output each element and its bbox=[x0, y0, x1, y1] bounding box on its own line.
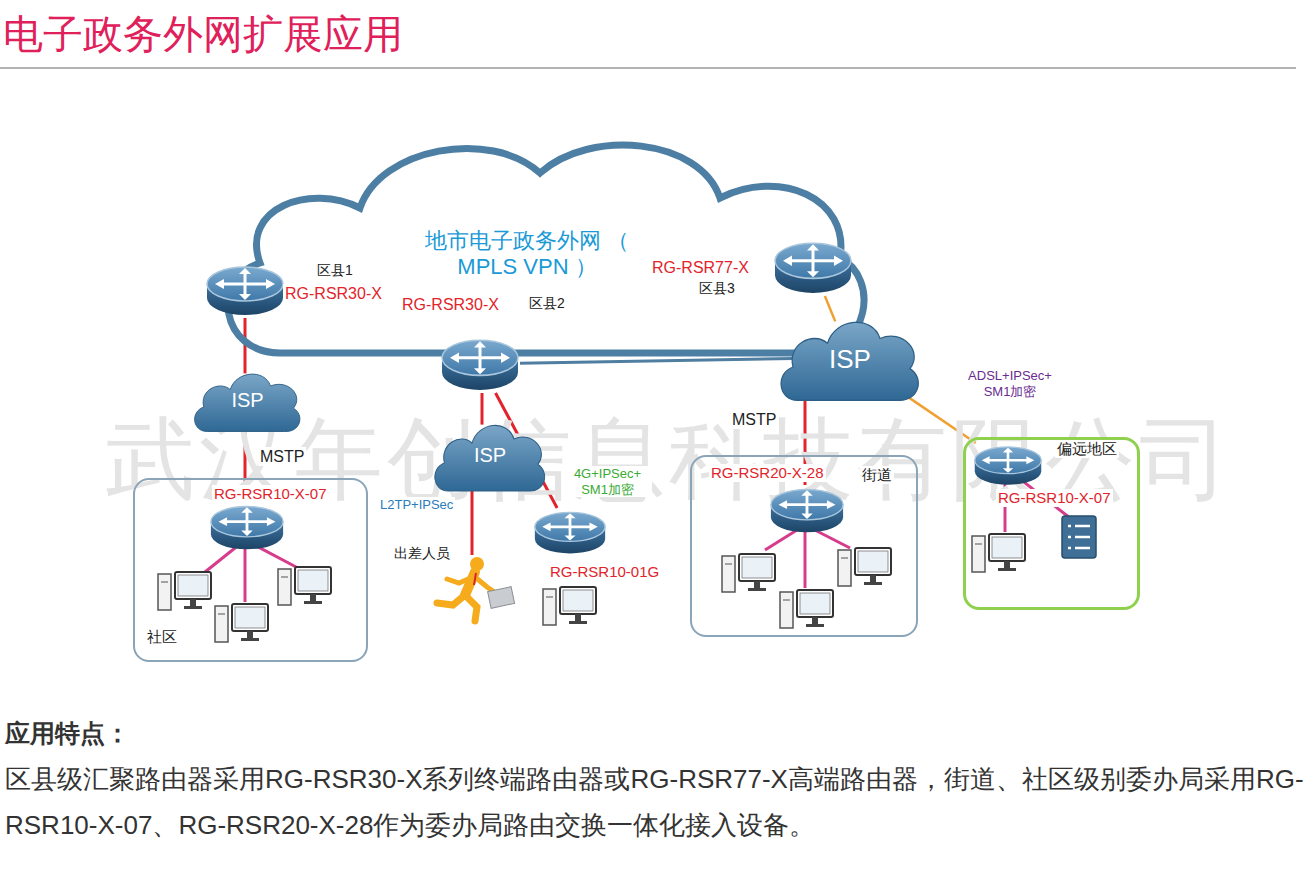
device-label: RG-RSR77-X bbox=[650, 258, 751, 277]
site-box: 社区 RG-RSR10-X-07 bbox=[133, 478, 368, 662]
site-name: 社区 bbox=[145, 628, 179, 646]
device-label: RG-RSR20-X-28 bbox=[709, 464, 826, 482]
router-icon bbox=[773, 238, 853, 296]
computer-icon bbox=[158, 572, 211, 610]
isp-cloud: ISP bbox=[775, 310, 925, 405]
lan-wire bbox=[244, 545, 247, 602]
server-slots bbox=[1068, 526, 1090, 548]
router-icon: RG-RSR10-01G bbox=[533, 508, 607, 556]
device-label: RG-RSR10-X-07 bbox=[212, 485, 329, 503]
computer-icon bbox=[215, 604, 268, 642]
link-label: L2TP+IPSec bbox=[378, 497, 455, 513]
node-label: 地市电子政务外网 （ MPLS VPN ） bbox=[415, 228, 639, 281]
link-label: ADSL+IPSec+ SM1加密 bbox=[953, 368, 1067, 399]
router-arrows bbox=[215, 268, 275, 300]
traveller-figure bbox=[425, 555, 520, 625]
router-icon: 区县1RG-RSR30-X bbox=[205, 262, 285, 318]
server-icon bbox=[1062, 516, 1096, 558]
router-top bbox=[975, 447, 1042, 474]
site-name: 街道 bbox=[860, 466, 894, 484]
computer-icon bbox=[838, 548, 891, 586]
router-arrows bbox=[450, 341, 510, 374]
router-top bbox=[535, 512, 605, 541]
router-icon bbox=[533, 508, 607, 556]
router-icon bbox=[440, 335, 520, 393]
computer-icon bbox=[780, 590, 833, 628]
page-title: 电子政务外网扩展应用 bbox=[3, 10, 403, 58]
router-icon bbox=[769, 485, 845, 535]
computer-icon bbox=[543, 587, 596, 625]
router-arrows bbox=[779, 490, 836, 519]
router-top bbox=[207, 267, 283, 301]
computer-icon bbox=[278, 567, 331, 605]
device-label: RG-RSR30-X bbox=[400, 295, 501, 314]
device-label: RG-RSR10-X-07 bbox=[996, 489, 1113, 507]
router-icon bbox=[973, 443, 1043, 487]
network-cloud: 地市电子政务外网 （ MPLS VPN ）区县1RG-RSR30-XRG-RSR… bbox=[200, 128, 875, 360]
isp-cloud: ISP bbox=[190, 365, 305, 435]
device-label: RG-RSR30-X bbox=[283, 284, 384, 303]
router-arrows bbox=[219, 507, 276, 536]
computer-icon bbox=[722, 554, 775, 592]
section-heading: 应用特点： bbox=[5, 718, 130, 748]
router-icon: RG-RSR77-X区县3 bbox=[773, 238, 853, 296]
router-arrows bbox=[982, 448, 1035, 473]
device-label: 区县1 bbox=[315, 262, 355, 279]
device-label: 区县2 bbox=[527, 295, 567, 312]
device-label: 区县3 bbox=[697, 280, 737, 297]
link-label: MSTP bbox=[258, 447, 306, 466]
isp-cloud: ISP bbox=[430, 415, 550, 495]
router-icon bbox=[209, 502, 285, 552]
router-arrows bbox=[783, 244, 843, 277]
router-top bbox=[775, 243, 851, 278]
router-icon: RG-RSR10-X-07 bbox=[973, 443, 1043, 487]
node-label: ISP bbox=[775, 344, 925, 375]
router-top bbox=[211, 506, 283, 536]
site-box: 街道 RG-RSR20-X-28 bbox=[690, 455, 918, 637]
device-label: RG-RSR10-01G bbox=[548, 563, 661, 581]
router-top bbox=[771, 489, 843, 519]
cloud-outline bbox=[228, 145, 864, 353]
node-label: 出差人员 bbox=[392, 545, 452, 562]
router-icon: RG-RSR20-X-28 bbox=[769, 485, 845, 535]
title-rule bbox=[0, 67, 1296, 69]
lan-wire bbox=[804, 530, 807, 588]
router-top bbox=[442, 340, 518, 375]
network-link bbox=[825, 296, 835, 321]
router-icon bbox=[205, 262, 285, 318]
site-box: 偏远地区 RG-RSR10-X-07 bbox=[963, 437, 1140, 610]
body-text: 区县级汇聚路由器采用RG-RSR30-X系列终端路由器或RG-RSR77-X高端… bbox=[5, 756, 1305, 848]
node-label: ISP bbox=[430, 443, 550, 467]
computer-icon bbox=[972, 534, 1025, 572]
router-icon: RG-RSR30-X区县2 bbox=[440, 335, 520, 393]
router-arrows bbox=[542, 513, 598, 540]
link-label: MSTP bbox=[730, 410, 778, 429]
router-icon: RG-RSR10-X-07 bbox=[209, 502, 285, 552]
link-label: 4G+IPSec+ SM1加密 bbox=[563, 466, 652, 497]
network-link bbox=[520, 359, 793, 364]
traveller-figure: 出差人员 bbox=[425, 555, 520, 625]
server-body bbox=[1062, 516, 1096, 558]
node-label: ISP bbox=[190, 388, 305, 412]
site-name: 偏远地区 bbox=[1055, 440, 1119, 458]
